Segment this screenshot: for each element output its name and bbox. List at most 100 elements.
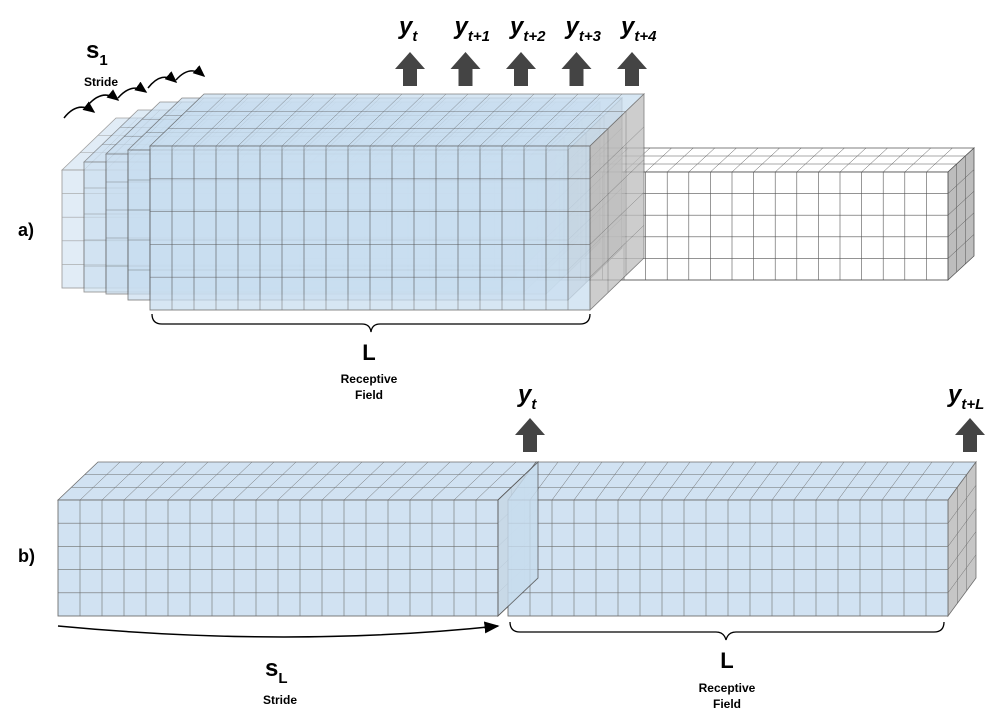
grid-line [775, 147, 802, 173]
panel-b-label: b) [18, 546, 35, 566]
grid-line [947, 234, 975, 259]
grid-line [667, 147, 694, 173]
up-arrow-icon [955, 418, 985, 452]
sliding-window [149, 93, 645, 311]
grid-line [501, 93, 557, 147]
grid-line [589, 192, 645, 245]
output-base: y [509, 13, 525, 40]
grid-line [79, 461, 121, 501]
grid-line [947, 191, 975, 216]
output-arrow [617, 52, 647, 86]
stride-arrow-icon [57, 621, 500, 638]
stride-caption: Stride [263, 693, 297, 707]
grid-line [479, 93, 535, 147]
grid-line [859, 461, 889, 501]
receptive-field-symbol: L [720, 648, 733, 673]
grid-line [617, 461, 647, 501]
grid-line [321, 461, 363, 501]
output-base: y [454, 13, 470, 40]
grid-line [167, 461, 209, 501]
output-label: yt [398, 13, 418, 45]
grid-line [904, 147, 931, 173]
output-label: yt+3 [565, 13, 602, 45]
grid-line [749, 461, 779, 501]
grid-line [171, 93, 227, 147]
output-base: y [947, 381, 963, 408]
output-label: yt+L [947, 381, 984, 413]
output-subscript: t+1 [468, 28, 490, 45]
grid-line [255, 461, 297, 501]
grid-line [391, 93, 447, 147]
grid-line [839, 147, 867, 173]
grid-line [595, 461, 625, 501]
grid-line [453, 461, 495, 501]
grid-line [947, 554, 977, 593]
grid-line [123, 461, 165, 501]
grid-line [589, 126, 645, 179]
receptive-field-brace [509, 621, 945, 641]
grid-line [883, 147, 910, 173]
panel-b: b) yt yt+L sL Stride L Receptive Field [18, 381, 985, 711]
grid-line [259, 93, 315, 147]
stride-arrow-icon [63, 101, 96, 119]
up-arrow-icon [561, 52, 592, 86]
non-overlapping-windows [56, 460, 977, 618]
grid-line [193, 93, 249, 147]
grid-line [589, 225, 645, 278]
output-subscript: t+3 [579, 28, 602, 45]
grid-line [731, 147, 759, 173]
window-block [56, 461, 540, 617]
output-label: yt [517, 381, 537, 413]
grid-line [325, 93, 381, 147]
grid-line [567, 93, 623, 147]
grid-line [387, 461, 429, 501]
output-arrow [515, 418, 545, 452]
grid-line [369, 93, 425, 147]
grid-line [947, 485, 977, 524]
grid-line [435, 93, 491, 147]
grid-line [237, 93, 293, 147]
stride-symbol: sL [265, 655, 288, 687]
output-base: y [398, 13, 414, 40]
up-arrow-icon [617, 52, 647, 86]
receptive-field-caption-line2: Field [355, 388, 383, 402]
grid-line [589, 159, 645, 212]
grid-line [796, 147, 823, 173]
grid-line [815, 461, 845, 501]
grid-line [947, 212, 975, 237]
grid-line [545, 93, 601, 147]
grid-line [925, 461, 955, 501]
grid-line [818, 147, 845, 173]
grid-line [409, 461, 451, 501]
grid-line [281, 93, 337, 147]
grid-line [926, 147, 953, 173]
grid-line [903, 461, 933, 501]
panel-a-label: a) [18, 220, 34, 240]
receptive-field-caption-line2: Field [713, 697, 741, 711]
grid-line [683, 461, 713, 501]
output-subscript: t+L [961, 396, 984, 413]
window-boundary-plane [497, 460, 539, 618]
grid-line [639, 461, 669, 501]
output-arrow [450, 52, 481, 86]
stride-caption: Stride [84, 75, 118, 89]
stride-arrow-icon [147, 71, 178, 89]
output-label: yt+1 [454, 13, 490, 45]
receptive-field-caption-line1: Receptive [699, 681, 756, 695]
grid-line [365, 461, 407, 501]
grid-line [861, 147, 888, 173]
up-arrow-icon [450, 52, 481, 86]
grid-line [727, 461, 757, 501]
grid-line [523, 93, 579, 147]
grid-line [101, 461, 143, 501]
stride-arrow-icon [175, 65, 206, 81]
output-arrow [506, 52, 536, 86]
grid-line [343, 461, 385, 501]
up-arrow-icon [506, 52, 536, 86]
stride-symbol: s1 [86, 37, 108, 69]
grid-line [303, 93, 359, 147]
output-subscript: t [412, 28, 418, 45]
